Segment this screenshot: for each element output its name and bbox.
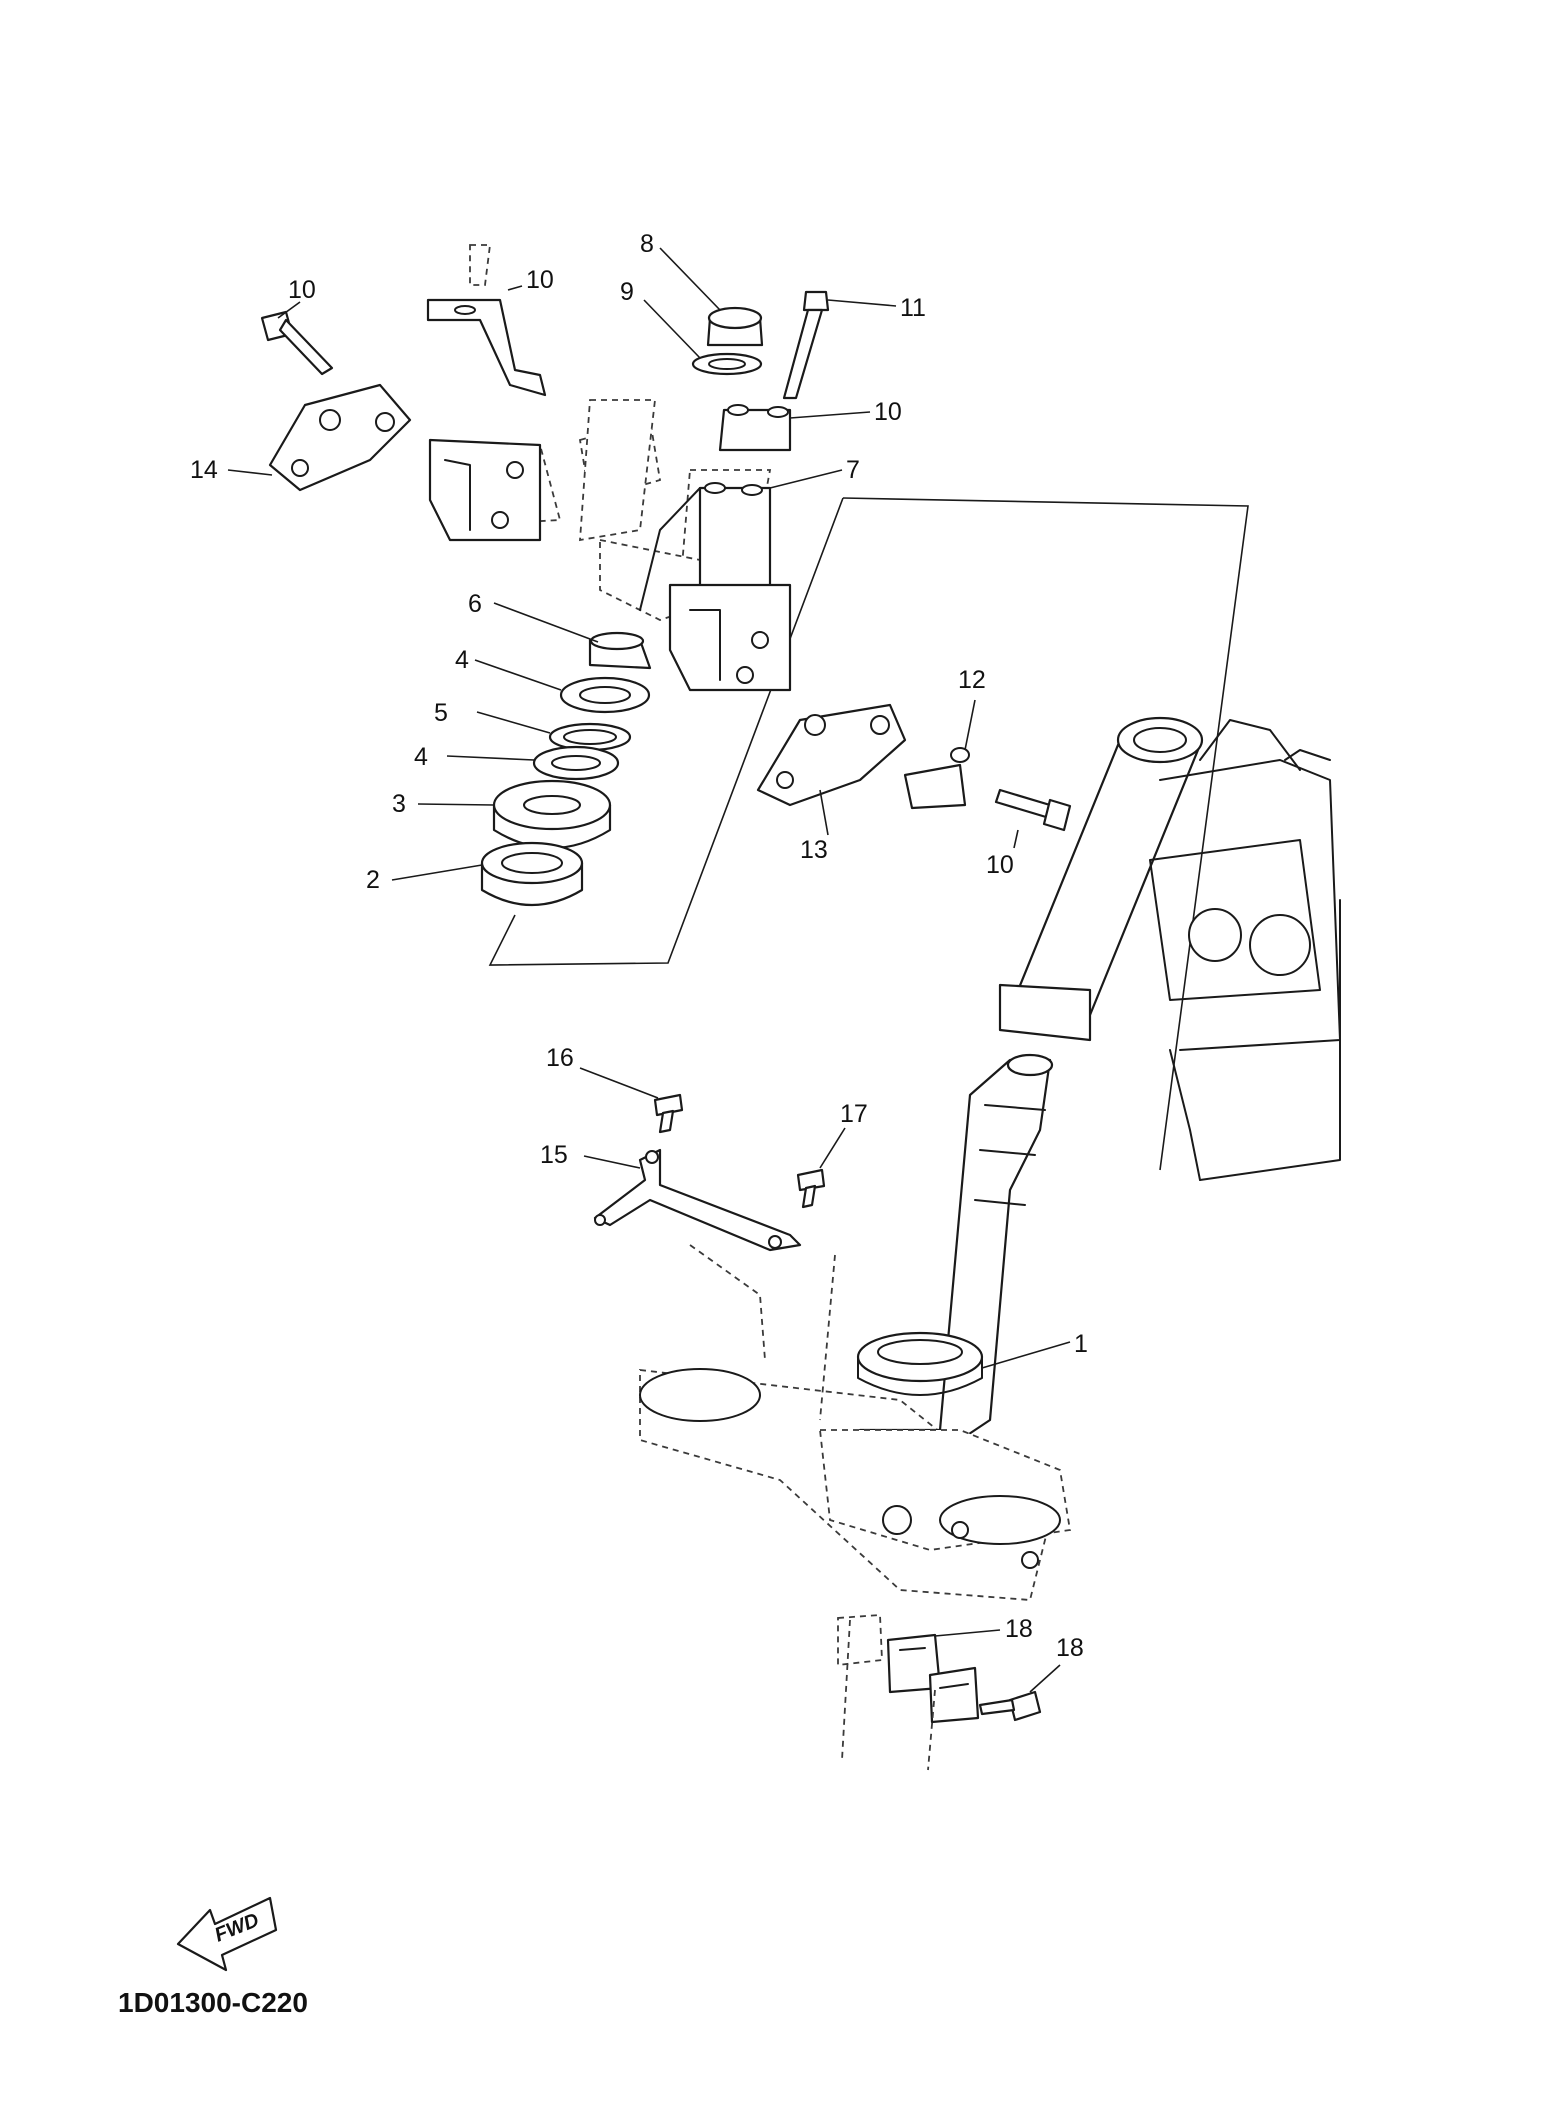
- part-6-collar: [588, 631, 652, 670]
- part-11-bracket: [426, 298, 547, 397]
- part-7-holder-post: [639, 482, 772, 612]
- callout-15: 13: [800, 836, 828, 864]
- part-10-bolt-lower: [994, 788, 1072, 832]
- callout-10b: 10: [986, 851, 1014, 879]
- callout-4a: 4: [455, 646, 469, 674]
- fwd-arrow-icon: FWD: [176, 1896, 278, 1972]
- callout-14: 12: [958, 666, 986, 694]
- part-18-bolt-a: [653, 1093, 684, 1134]
- part-18-bolt-b: [796, 1168, 826, 1209]
- steering-stem-lower-bracket: [639, 1053, 1072, 1601]
- part-13-bolt: [782, 290, 830, 400]
- callout-1: 1: [1074, 1330, 1088, 1358]
- callout-17: 15: [540, 1141, 568, 1169]
- callout-3: 3: [392, 790, 406, 818]
- upper-bracket-clamp: [428, 438, 792, 692]
- part-9-washer: [691, 352, 763, 376]
- callout-4b: 4: [414, 743, 428, 771]
- callout-18b: 17: [840, 1100, 868, 1128]
- callout-2: 2: [366, 866, 380, 894]
- part-4-ring-nut-lower: [532, 745, 620, 781]
- callout-7: 7: [846, 456, 860, 484]
- callout-19: 18: [1005, 1615, 1033, 1643]
- part-20-bolt: [978, 1690, 1042, 1722]
- part-8-nut: [706, 306, 764, 347]
- part-16-plate: [268, 383, 412, 492]
- frame-head-pipe: [998, 716, 1341, 1181]
- part-17-hose-guide: [593, 1148, 802, 1252]
- part-19-clamp: [837, 1614, 980, 1724]
- part-15-plate: [756, 703, 907, 807]
- callout-11: 10: [526, 266, 554, 294]
- callout-6: 6: [468, 590, 482, 618]
- callout-12: 10: [874, 398, 902, 426]
- part-2-bearing: [480, 841, 584, 906]
- callout-18a: 16: [546, 1044, 574, 1072]
- diagram-code: 1D01300-C220: [118, 1987, 308, 2018]
- callout-13: 11: [900, 294, 926, 322]
- callout-8: 8: [640, 230, 654, 258]
- part-5-washer: [548, 722, 632, 752]
- part-14-clamp: [903, 747, 970, 810]
- callout-16: 14: [190, 456, 218, 484]
- callout-20: 18: [1056, 1634, 1084, 1662]
- assembly-frame: [488, 497, 1249, 1171]
- callout-5: 5: [434, 699, 448, 727]
- part-4-ring-nut-upper: [559, 676, 651, 714]
- part-12-upper-holder: [718, 404, 792, 452]
- callout-9: 9: [620, 278, 634, 306]
- part-3-seal: [492, 779, 612, 850]
- callout-10a: 10: [288, 276, 316, 304]
- part-10-bolt-upper: [260, 310, 334, 376]
